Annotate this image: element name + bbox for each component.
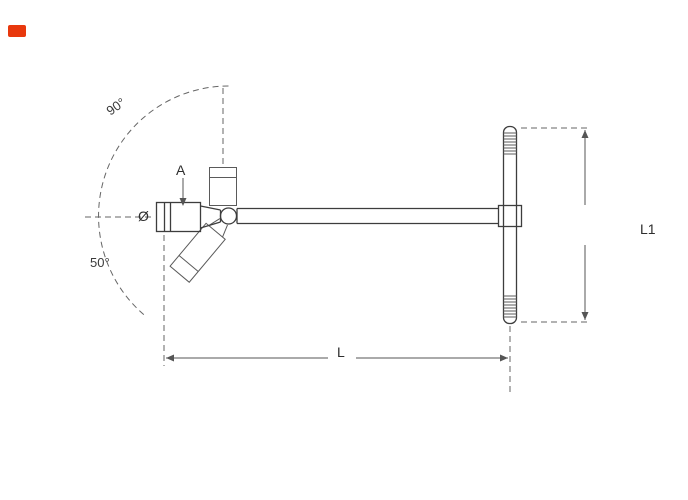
t-handle — [497, 125, 523, 325]
dimension-l1-label: L1 — [640, 221, 656, 237]
angle-50-label: 50° — [90, 255, 110, 270]
dimension-l-label: L — [337, 344, 345, 360]
wrench-shaft — [236, 207, 499, 225]
socket-down-position — [169, 218, 228, 283]
dimension-a-label: A — [176, 162, 186, 178]
swivel-socket-head — [155, 201, 238, 233]
brand-logo-mark — [8, 25, 26, 37]
universal-joint-pivot — [219, 207, 238, 225]
dimension-diameter-label: Ø — [138, 208, 149, 224]
handle-junction-block — [497, 204, 523, 228]
dimension-l-line — [166, 354, 508, 362]
socket-up-position — [209, 167, 237, 206]
handle-bottom-knurling — [503, 295, 517, 318]
brand-logo — [8, 25, 26, 37]
handle-top-knurling — [503, 132, 517, 155]
swivel-arc — [98, 85, 229, 316]
dimension-l1-line — [581, 130, 589, 320]
dashed-reference-lines — [85, 85, 587, 392]
dimension-a-arrow — [179, 178, 187, 206]
